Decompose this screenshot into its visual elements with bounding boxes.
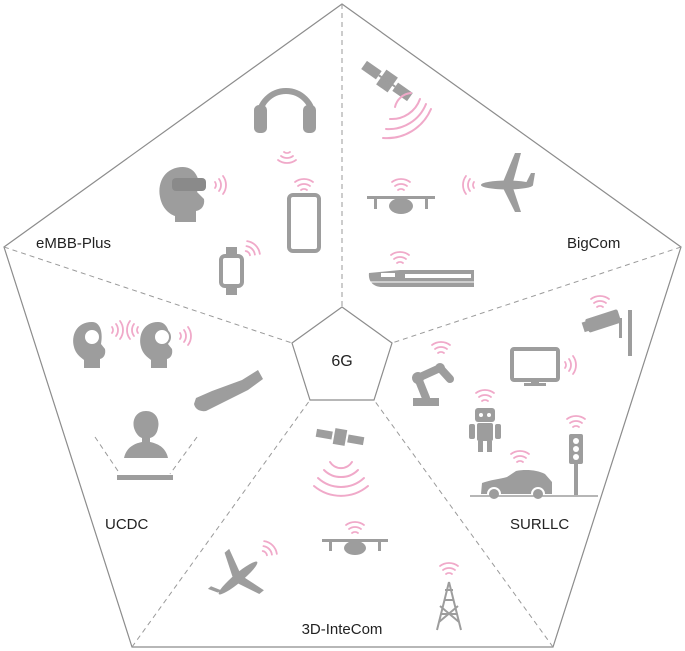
satellite-icon: [313, 428, 369, 497]
outer-pentagon: [3, 3, 682, 648]
traffic-light-icon: [566, 415, 586, 495]
sector-label-embb: eMBB-Plus: [36, 235, 111, 252]
sector-label-surllc: SURLLC: [510, 516, 569, 533]
human-head-icon: [73, 320, 124, 368]
monitor-icon: [510, 347, 577, 386]
airplane-icon: [207, 538, 280, 595]
divider-right: [391, 246, 682, 344]
high-speed-train-icon: [368, 251, 474, 287]
cctv-camera-icon: [581, 295, 632, 356]
satellite-icon: [361, 60, 432, 140]
center-label: 6G: [331, 353, 352, 370]
drone-icon: [322, 521, 388, 555]
drone-icon: [367, 178, 435, 214]
vr-headset-user-icon: [159, 167, 227, 222]
sector-label-bigcom: BigCom: [567, 235, 620, 252]
robotic-hand-icon: [194, 370, 263, 412]
sector-label-intecom: 3D-InteCom: [302, 621, 383, 638]
headphones-icon: [254, 88, 316, 164]
robot-arm-icon: [412, 341, 454, 406]
divider-bottom-left: [131, 399, 311, 648]
hologram-person-icon: [94, 411, 198, 480]
cell-tower-icon: [436, 562, 462, 631]
smartphone-icon: [287, 178, 321, 253]
smartwatch-icon: [219, 238, 263, 295]
divider-bottom-right: [373, 399, 554, 648]
human-head-icon: [126, 320, 192, 368]
sector-label-ucdc: UCDC: [105, 516, 148, 533]
inner-pentagon: [291, 306, 393, 401]
car-icon: [470, 450, 598, 501]
robot-icon: [469, 389, 501, 452]
airplane-icon: [462, 153, 535, 212]
divider-left: [3, 246, 293, 344]
